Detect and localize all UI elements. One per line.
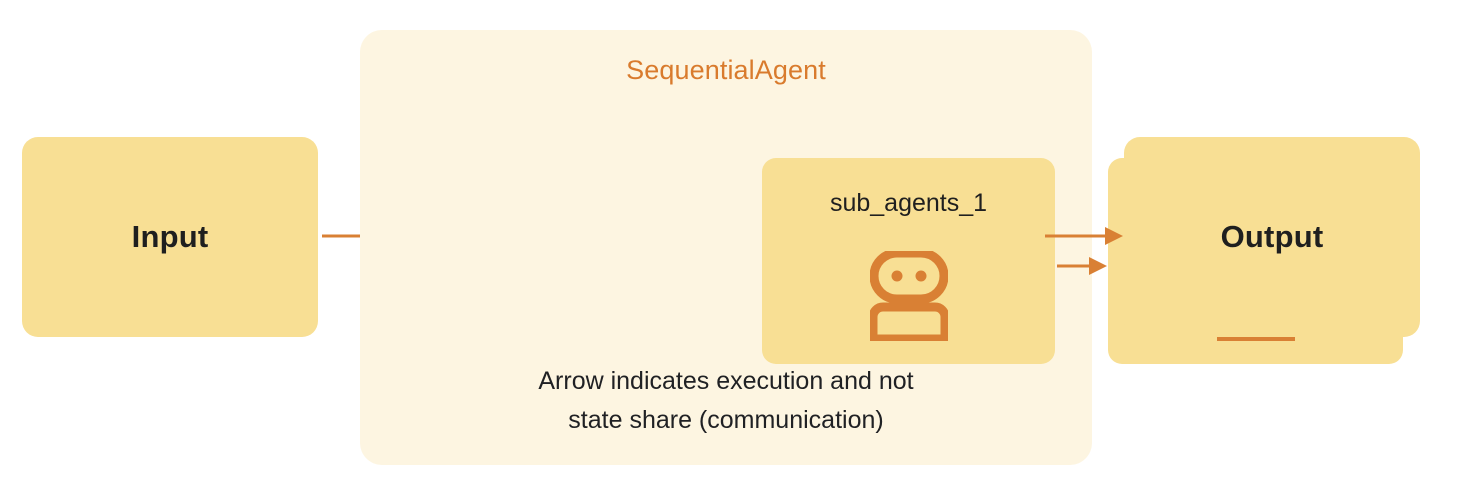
caption-line-1: Arrow indicates execution and not [538,367,914,395]
container-title: SequentialAgent [626,55,826,85]
caption: Arrow indicates execution and not state … [360,362,1092,440]
arrow-right-icon [1045,224,1123,248]
arrow-right-icon [1057,254,1107,278]
sub-agent-box-1: sub_agents_1 [762,158,1055,364]
output-label: Output [1220,219,1324,254]
input-label: Input [131,219,209,254]
input-box: Input [22,137,318,337]
caption-line-2: state share (communication) [568,406,884,434]
robot-icon [868,248,949,344]
sub-agent-label-1: sub_agents_1 [829,189,988,217]
sequential-agent-container: SequentialAgent sub_agents_1 [360,30,1403,465]
output-box: Output [1124,137,1420,337]
